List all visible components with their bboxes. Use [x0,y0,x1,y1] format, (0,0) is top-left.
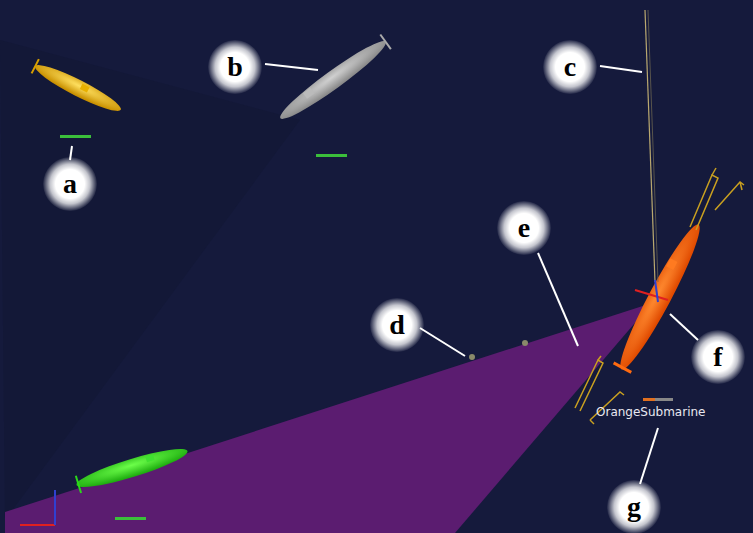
sonar-cone [5,303,652,533]
callout-letter: b [208,40,262,94]
object-name: OrangeSubmarine [596,405,705,419]
trajectory-line [648,10,658,282]
green-submarine [74,442,190,493]
callout-letter: f [691,330,745,384]
axis-x [20,524,55,526]
callout-letter: e [497,201,551,255]
axis-marker [635,290,668,300]
callout-letter: c [543,40,597,94]
contact-dot [522,340,528,346]
status-bar [643,398,655,401]
status-bar [60,135,91,138]
callout-letter: g [607,480,661,533]
callout-letter: d [370,298,424,352]
status-bar [115,517,146,520]
yellow-submarine [32,59,125,117]
status-bar [316,154,347,157]
axis-marker [655,280,658,302]
axis-y [54,490,56,525]
trajectory-line [645,10,655,282]
leader-lines [70,64,698,484]
callout-letter: a [43,157,97,211]
bracket-marks [575,168,744,424]
contact-dot [469,354,475,360]
status-bar [643,398,673,401]
grey-submarine [275,35,391,126]
